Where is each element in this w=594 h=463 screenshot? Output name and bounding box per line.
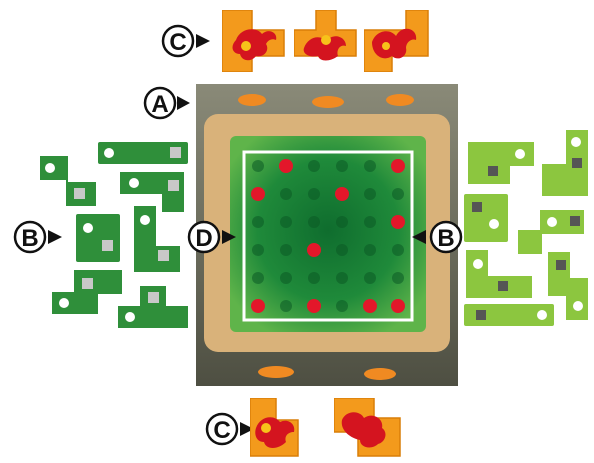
grid-hole[interactable] (308, 188, 320, 200)
grid-hole[interactable] (336, 300, 348, 312)
callout-a-label: A (151, 91, 168, 118)
grid-hole[interactable] (252, 272, 264, 284)
dragon-piece[interactable] (222, 10, 286, 77)
player-piece-dark[interactable] (98, 142, 188, 171)
grid-hole[interactable] (364, 160, 376, 172)
callout-b-right: B (412, 220, 470, 259)
callout-c-top-label: C (169, 29, 186, 56)
player-piece-dark[interactable] (40, 156, 98, 213)
grid-hole[interactable] (392, 244, 404, 256)
grid-hole[interactable] (252, 160, 264, 172)
dragon-piece[interactable] (364, 10, 430, 77)
grid-hole[interactable] (364, 272, 376, 284)
grid-hole[interactable] (336, 216, 348, 228)
player-piece-dark[interactable] (76, 214, 122, 269)
red-peg (251, 299, 265, 313)
player-piece-light[interactable] (466, 250, 534, 305)
dragon-piece[interactable] (334, 398, 402, 463)
grid-hole[interactable] (252, 244, 264, 256)
dragon-piece[interactable] (294, 10, 358, 77)
grid-hole[interactable] (280, 244, 292, 256)
callout-c-bottom-label: C (213, 417, 230, 444)
grid-hole[interactable] (364, 188, 376, 200)
grid-hole[interactable] (364, 244, 376, 256)
red-peg (335, 187, 349, 201)
grid-hole[interactable] (308, 216, 320, 228)
grid-hole[interactable] (308, 272, 320, 284)
callout-b-left-label: B (21, 225, 38, 252)
red-peg (251, 187, 265, 201)
callout-b-left: B (12, 220, 70, 259)
grid-hole[interactable] (280, 272, 292, 284)
player-piece-light[interactable] (542, 130, 590, 203)
grid-hole[interactable] (252, 216, 264, 228)
red-peg (391, 215, 405, 229)
player-piece-light[interactable] (468, 142, 536, 191)
player-piece-light[interactable] (464, 194, 510, 249)
player-piece-dark[interactable] (52, 270, 124, 321)
grid-hole[interactable] (280, 300, 292, 312)
callout-d: D (186, 220, 244, 259)
player-piece-light[interactable] (464, 304, 556, 333)
grid-hole[interactable] (336, 272, 348, 284)
grid-hole[interactable] (392, 272, 404, 284)
grid-hole[interactable] (280, 188, 292, 200)
red-peg (307, 299, 321, 313)
grid-hole[interactable] (308, 160, 320, 172)
red-peg (391, 159, 405, 173)
red-peg (307, 243, 321, 257)
callout-d-label: D (195, 225, 212, 252)
red-peg (279, 159, 293, 173)
callout-c-top: C (160, 24, 218, 63)
red-peg (363, 299, 377, 313)
callout-b-right-label: B (437, 225, 454, 252)
dragon-piece[interactable] (250, 398, 300, 463)
callout-a: A (144, 86, 192, 125)
grid-hole[interactable] (336, 160, 348, 172)
grid-hole[interactable] (280, 216, 292, 228)
grid-hole[interactable] (392, 188, 404, 200)
grid-hole[interactable] (336, 244, 348, 256)
player-piece-dark[interactable] (134, 206, 182, 279)
red-peg (391, 299, 405, 313)
player-piece-dark[interactable] (118, 286, 190, 335)
grid-hole[interactable] (364, 216, 376, 228)
